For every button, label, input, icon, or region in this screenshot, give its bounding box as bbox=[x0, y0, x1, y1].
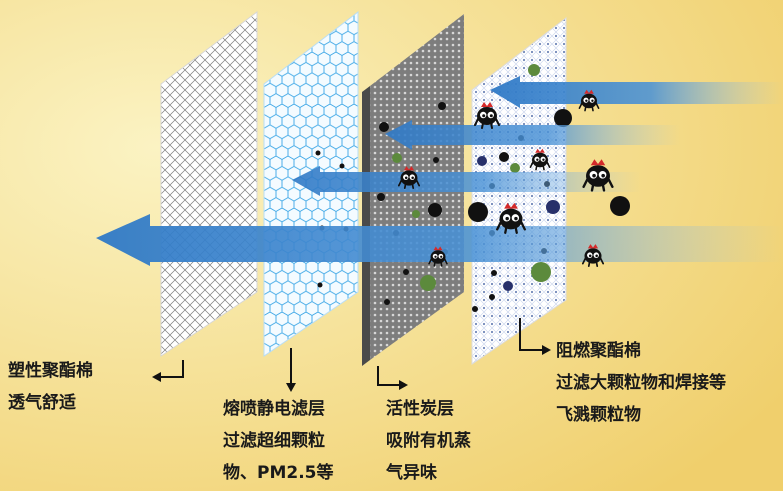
label-line: 过滤大颗粒物和焊接等 bbox=[556, 373, 726, 393]
particle-icon bbox=[489, 294, 495, 300]
particle-icon bbox=[428, 203, 442, 217]
particle-icon bbox=[403, 269, 409, 275]
callout-arrow-icon bbox=[542, 345, 551, 355]
particle-icon bbox=[384, 299, 390, 305]
particle-icon bbox=[477, 156, 487, 166]
particle-icon bbox=[468, 202, 488, 222]
flow-arrow-icon bbox=[385, 120, 680, 150]
flow-arrow-icon bbox=[292, 166, 640, 196]
particle-icon bbox=[438, 102, 446, 110]
label-flame-retardant: 阻燃聚酯棉 过滤大颗粒物和焊接等 飞溅颗粒物 bbox=[556, 335, 726, 431]
particle-icon bbox=[531, 262, 551, 282]
callout-arrow-icon bbox=[160, 360, 184, 378]
particle-icon bbox=[491, 270, 497, 276]
particle-icon bbox=[412, 210, 420, 218]
particle-icon bbox=[528, 64, 540, 76]
particle-icon bbox=[503, 281, 513, 291]
label-line: 吸附有机蒸 bbox=[386, 431, 471, 451]
label-line: 过滤超细颗粒 bbox=[223, 431, 325, 451]
callout-arrow-icon bbox=[519, 318, 543, 351]
callout-heads bbox=[152, 345, 551, 392]
flow-arrow-icon bbox=[490, 76, 783, 108]
label-line: 物、PM2.5等 bbox=[223, 463, 334, 483]
particle-icon bbox=[546, 200, 560, 214]
label-meltblown: 熔喷静电滤层 过滤超细颗粒 物、PM2.5等 bbox=[223, 393, 334, 489]
label-line: 飞溅颗粒物 bbox=[556, 405, 641, 425]
particle-icon bbox=[377, 193, 385, 201]
airflow-arrows bbox=[96, 76, 783, 266]
particle-icon bbox=[315, 150, 321, 156]
label-line: 熔喷静电滤层 bbox=[223, 399, 325, 419]
callout-arrow-icon bbox=[399, 380, 408, 390]
callout-arrow-icon bbox=[152, 372, 161, 382]
particle-icon bbox=[499, 152, 509, 162]
label-line: 塑性聚酯棉 bbox=[8, 361, 93, 381]
callout-arrow-icon bbox=[286, 383, 296, 392]
label-line: 阻燃聚酯棉 bbox=[556, 341, 641, 361]
label-pp-cotton: 塑性聚酯棉 透气舒适 bbox=[8, 355, 93, 419]
particle-icon bbox=[317, 282, 323, 288]
callouts bbox=[160, 318, 543, 386]
particle-icon bbox=[610, 196, 630, 216]
particle-icon bbox=[472, 306, 478, 312]
label-line: 透气舒适 bbox=[8, 393, 76, 413]
label-line: 气异味 bbox=[386, 463, 437, 483]
particles bbox=[315, 64, 630, 312]
particle-icon bbox=[433, 157, 439, 163]
particle-icon bbox=[392, 153, 402, 163]
particle-icon bbox=[554, 109, 572, 127]
layer-pp-cotton bbox=[160, 11, 258, 357]
particle-icon bbox=[510, 163, 520, 173]
label-activated-carbon: 活性炭层 吸附有机蒸 气异味 bbox=[386, 393, 471, 489]
callout-arrow-icon bbox=[377, 366, 400, 386]
particle-icon bbox=[339, 163, 345, 169]
particle-icon bbox=[420, 275, 436, 291]
label-line: 活性炭层 bbox=[386, 399, 454, 419]
flow-arrow-icon bbox=[96, 214, 783, 266]
particle-icon bbox=[379, 122, 389, 132]
